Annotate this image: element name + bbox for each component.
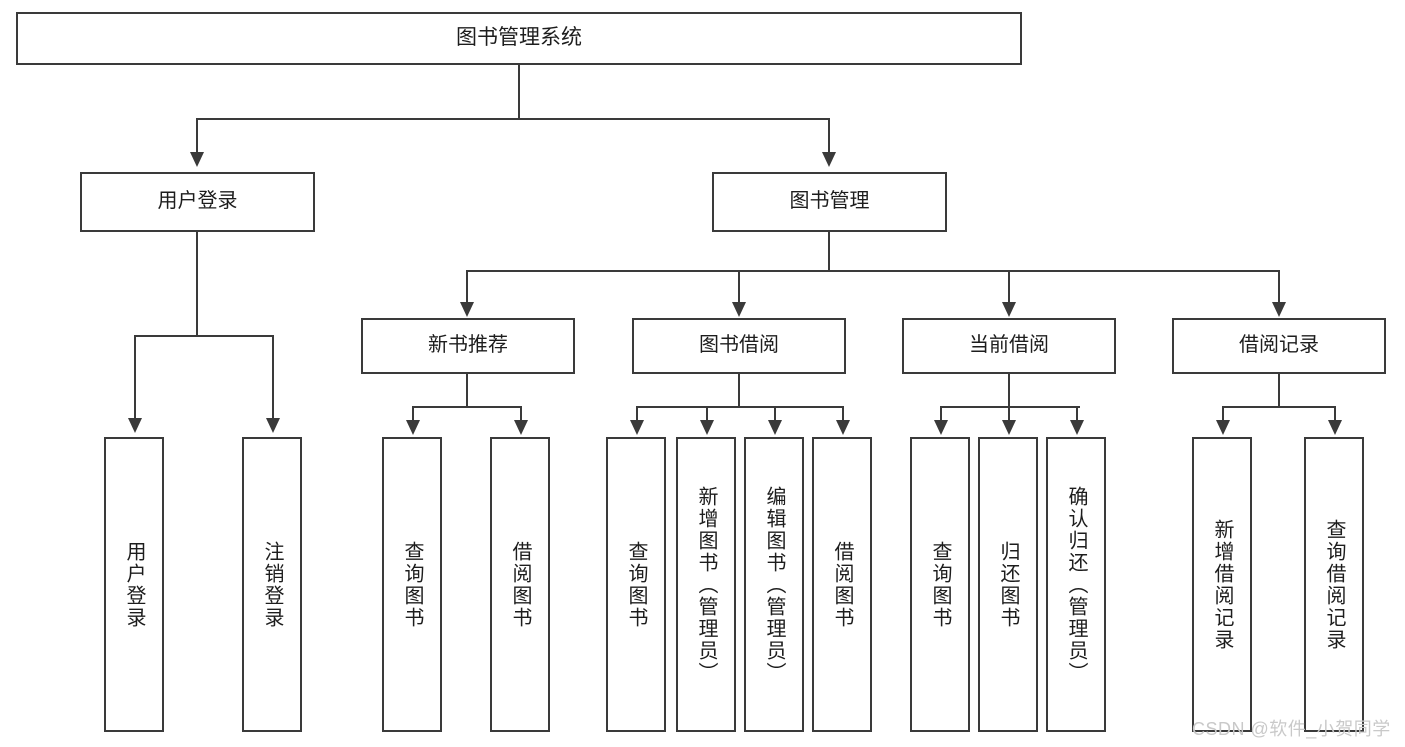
leaf-user-login[interactable]: 用户登录 (104, 437, 164, 732)
connector-bm-drop-3 (1008, 270, 1010, 304)
leaf-cb-query-book[interactable]: 查询图书 (910, 437, 970, 732)
arrow-cb-to-leaf-2 (1002, 420, 1016, 435)
connector-cb-bus (940, 406, 1080, 408)
arrow-bb-to-leaf-3 (768, 420, 782, 435)
node-root-book-management-system[interactable]: 图书管理系统 (16, 12, 1022, 65)
node-label: 查询图书 (929, 540, 951, 629)
connector-bb-bus (636, 406, 844, 408)
node-book-management[interactable]: 图书管理 (712, 172, 947, 232)
node-label: 借阅记录 (1239, 334, 1319, 357)
node-label: 借阅图书 (509, 540, 531, 629)
node-label: 注销登录 (261, 540, 283, 629)
arrow-root-to-user-login (190, 152, 204, 167)
leaf-br-add-record[interactable]: 新增借阅记录 (1192, 437, 1252, 732)
connector-user-login-drop-2 (272, 335, 274, 420)
connector-br-drop-1 (1222, 406, 1224, 422)
connector-cb-drop-1 (940, 406, 942, 422)
connector-bb-drop-4 (842, 406, 844, 422)
leaf-bb-add-book-admin[interactable]: 新增图书（管理员） (676, 437, 736, 732)
connector-user-login-drop-1 (134, 335, 136, 420)
leaf-cb-return-book[interactable]: 归还图书 (978, 437, 1038, 732)
node-label: 用户登录 (157, 190, 238, 213)
node-label: 图书管理 (789, 190, 870, 213)
arrow-br-to-leaf-2 (1328, 420, 1342, 435)
leaf-cb-confirm-return-admin[interactable]: 确认归还（管理员） (1046, 437, 1106, 732)
arrow-br-to-leaf-1 (1216, 420, 1230, 435)
arrow-bb-to-leaf-1 (630, 420, 644, 435)
node-label: 借阅图书 (831, 540, 853, 629)
arrow-nbr-to-leaf-2 (514, 420, 528, 435)
connector-root-drop-2 (828, 118, 830, 154)
node-label: 确认归还（管理员） (1065, 485, 1087, 684)
node-user-login[interactable]: 用户登录 (80, 172, 315, 232)
node-label: 图书管理系统 (456, 26, 582, 50)
arrow-bm-to-current-borrow (1002, 302, 1016, 317)
arrow-cb-to-leaf-1 (934, 420, 948, 435)
node-label: 归还图书 (997, 540, 1019, 629)
leaf-nbr-borrow-book[interactable]: 借阅图书 (490, 437, 550, 732)
node-label: 新书推荐 (428, 334, 508, 357)
node-label: 图书借阅 (699, 334, 779, 357)
node-label: 新增图书（管理员） (695, 485, 717, 684)
connector-br-stem (1278, 374, 1280, 408)
arrow-user-login-to-leaf-2 (266, 418, 280, 433)
arrow-bm-to-new-book-recommend (460, 302, 474, 317)
arrow-bb-to-leaf-2 (700, 420, 714, 435)
node-label: 查询借阅记录 (1323, 518, 1345, 651)
connector-nbr-drop-1 (412, 406, 414, 422)
connector-br-bus (1222, 406, 1336, 408)
connector-bm-drop-4 (1278, 270, 1280, 304)
leaf-bb-query-book[interactable]: 查询图书 (606, 437, 666, 732)
node-label: 查询图书 (401, 540, 423, 629)
arrow-cb-to-leaf-3 (1070, 420, 1084, 435)
node-label: 当前借阅 (969, 334, 1049, 357)
connector-bb-drop-3 (774, 406, 776, 422)
connector-bb-drop-1 (636, 406, 638, 422)
leaf-bb-edit-book-admin[interactable]: 编辑图书（管理员） (744, 437, 804, 732)
connector-bm-drop-2 (738, 270, 740, 304)
connector-bb-drop-2 (706, 406, 708, 422)
arrow-bm-to-book-borrow (732, 302, 746, 317)
arrow-root-to-book-management (822, 152, 836, 167)
node-current-borrow[interactable]: 当前借阅 (902, 318, 1116, 374)
leaf-logout[interactable]: 注销登录 (242, 437, 302, 732)
arrow-bm-to-borrow-record (1272, 302, 1286, 317)
connector-br-drop-2 (1334, 406, 1336, 422)
node-borrow-record[interactable]: 借阅记录 (1172, 318, 1386, 374)
connector-book-management-stem (828, 232, 830, 272)
leaf-br-query-record[interactable]: 查询借阅记录 (1304, 437, 1364, 732)
connector-root-bus (196, 118, 830, 120)
arrow-bb-to-leaf-4 (836, 420, 850, 435)
node-label: 编辑图书（管理员） (763, 485, 785, 684)
connector-cb-stem (1008, 374, 1010, 408)
connector-nbr-bus (412, 406, 522, 408)
arrow-nbr-to-leaf-1 (406, 420, 420, 435)
connector-book-management-bus (466, 270, 1280, 272)
connector-root-drop-1 (196, 118, 198, 154)
connector-bb-stem (738, 374, 740, 408)
node-book-borrow[interactable]: 图书借阅 (632, 318, 846, 374)
connector-cb-drop-2 (1008, 406, 1010, 422)
node-label: 新增借阅记录 (1211, 518, 1233, 651)
arrow-user-login-to-leaf-1 (128, 418, 142, 433)
connector-nbr-stem (466, 374, 468, 408)
node-label: 查询图书 (625, 540, 647, 629)
node-label: 用户登录 (123, 540, 145, 629)
node-new-book-recommend[interactable]: 新书推荐 (361, 318, 575, 374)
leaf-bb-borrow-book[interactable]: 借阅图书 (812, 437, 872, 732)
connector-nbr-drop-2 (520, 406, 522, 422)
connector-root-stem (518, 65, 520, 118)
connector-cb-drop-3 (1076, 406, 1078, 422)
connector-user-login-bus (134, 335, 274, 337)
connector-user-login-stem (196, 232, 198, 335)
csdn-watermark: CSDN @软件_小贺同学 (1192, 719, 1391, 739)
leaf-nbr-query-book[interactable]: 查询图书 (382, 437, 442, 732)
connector-bm-drop-1 (466, 270, 468, 304)
